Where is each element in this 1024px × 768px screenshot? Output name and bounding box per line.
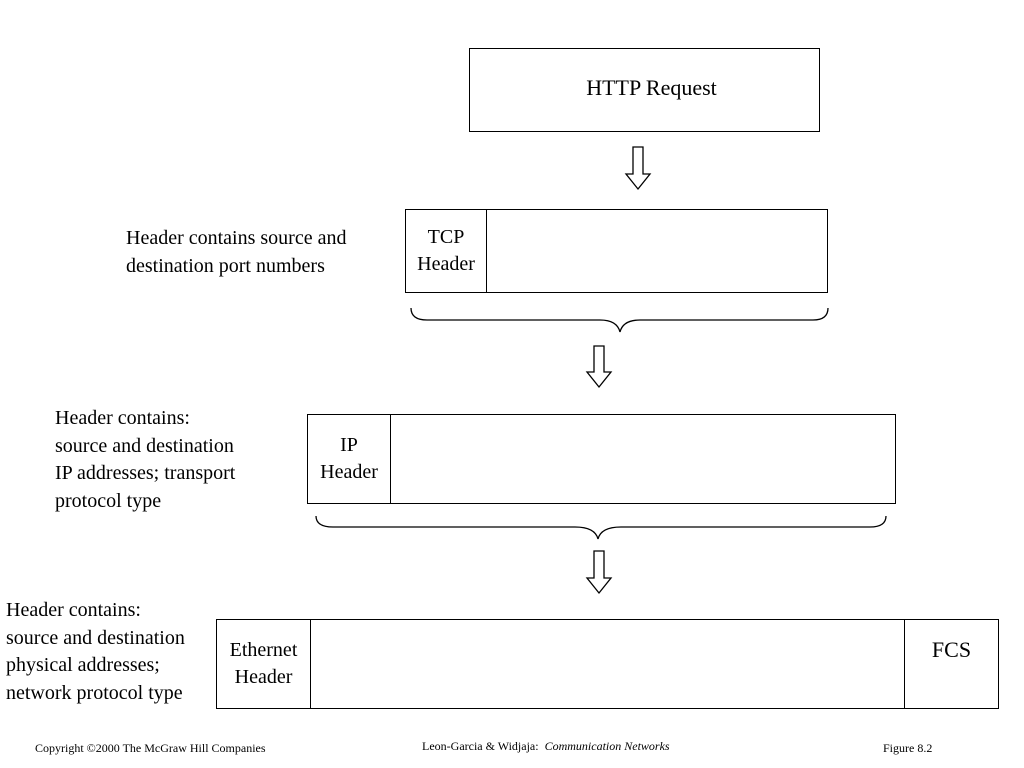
down-arrow-icon [624,146,652,191]
figure-number: Figure 8.2 [883,741,933,755]
ip-note: Header contains: source and destination … [55,407,236,512]
fcs-cell: FCS [904,620,998,708]
ip-packet-box: IP Header [307,414,896,504]
down-arrow-icon [585,345,613,389]
ethernet-frame-box: Ethernet Header FCS [216,619,999,709]
tcp-header-cell: TCP Header [406,210,487,292]
http-request-box: HTTP Request [469,48,820,132]
ip-header-cell: IP Header [308,415,391,503]
tcp-segment-box: TCP Header [405,209,828,293]
down-arrow-icon [585,550,613,595]
tcp-brace [410,307,829,333]
tcp-header-label: TCP Header [417,226,475,275]
fcs-label: FCS [931,637,972,662]
ethernet-note: Header contains: source and destination … [6,599,185,704]
ethernet-header-cell: Ethernet Header [217,620,311,708]
http-request-label: HTTP Request [586,75,717,100]
ip-header-label: IP Header [320,434,378,483]
tcp-note: Header contains source and destination p… [126,227,347,277]
book-credit: Leon-Garcia & Widjaja: Communication Net… [422,739,670,754]
ip-brace [315,515,887,540]
authors-text: Leon-Garcia & Widjaja: [422,739,539,753]
copyright-text: Copyright ©2000 The McGraw Hill Companie… [35,741,266,755]
ethernet-header-label: Ethernet Header [229,639,298,688]
book-title: Communication Networks [544,739,670,753]
